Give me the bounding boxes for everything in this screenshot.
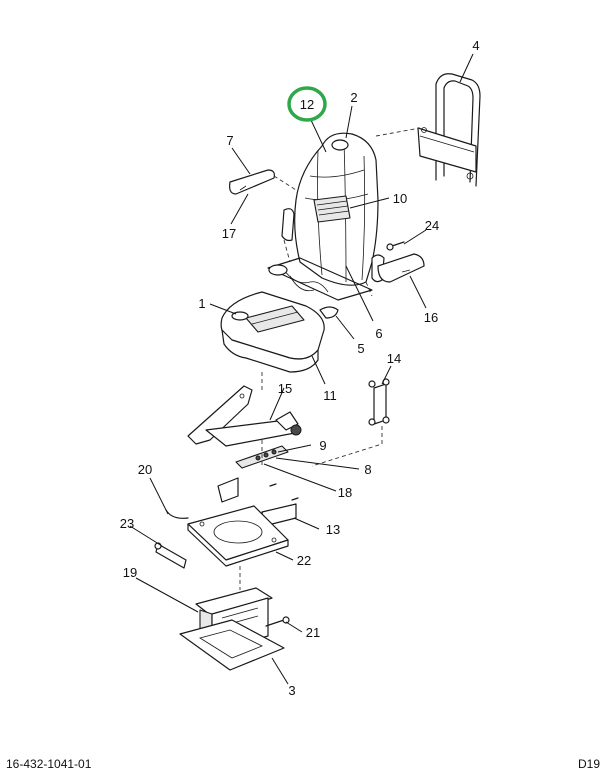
backrest-frame-part-4 <box>417 73 481 187</box>
callout-1[interactable]: 1 <box>198 296 205 311</box>
base-plate-part-3 <box>179 619 285 671</box>
callout-4[interactable]: 4 <box>472 38 479 53</box>
seat-frame-part-6 <box>267 257 373 301</box>
page-code-label: D19 <box>577 757 600 771</box>
callout-10[interactable]: 10 <box>393 191 407 206</box>
callout-3[interactable]: 3 <box>288 683 295 698</box>
callout-6[interactable]: 6 <box>375 326 382 341</box>
callout-13[interactable]: 13 <box>326 522 340 537</box>
callout-18[interactable]: 18 <box>338 485 352 500</box>
callout-12[interactable]: 12 <box>300 97 314 112</box>
seat-clip-part-5 <box>319 306 339 319</box>
callout-17[interactable]: 17 <box>222 226 236 241</box>
left-side-bolster <box>281 208 295 242</box>
callout-19[interactable]: 19 <box>123 565 137 580</box>
callout-7[interactable]: 7 <box>226 133 233 148</box>
callout-20[interactable]: 20 <box>138 462 152 477</box>
mount-bracket-part-13 <box>217 477 299 527</box>
callout-21[interactable]: 21 <box>306 625 320 640</box>
callout-9[interactable]: 9 <box>319 438 326 453</box>
pin-part-20 <box>165 509 189 519</box>
callout-16[interactable]: 16 <box>424 310 438 325</box>
clamp-part-23 <box>154 542 187 569</box>
bolt-part-21 <box>265 616 290 627</box>
leader-lines <box>129 53 474 685</box>
callout-22[interactable]: 22 <box>297 553 311 568</box>
callout-15[interactable]: 15 <box>278 381 292 396</box>
right-armrest-part-16 <box>377 253 425 283</box>
callout-5[interactable]: 5 <box>357 341 364 356</box>
shock-part-14 <box>368 378 390 426</box>
callout-8[interactable]: 8 <box>364 462 371 477</box>
left-armrest-part-7 <box>229 169 275 195</box>
part-number-label: 16-432-1041-01 <box>6 757 92 771</box>
callout-14[interactable]: 14 <box>387 351 401 366</box>
callout-highlight-circle <box>287 86 327 122</box>
slide-rail-part-15 <box>187 385 302 447</box>
callout-2[interactable]: 2 <box>350 90 357 105</box>
screw-part-24 <box>386 241 405 251</box>
seat-cushion-part-11 <box>220 291 325 373</box>
callout-23[interactable]: 23 <box>120 516 134 531</box>
swivel-plate-part-22 <box>187 505 289 567</box>
callout-24[interactable]: 24 <box>425 218 439 233</box>
lumbar-pad-part-10 <box>313 195 351 223</box>
callout-11[interactable]: 11 <box>323 388 337 403</box>
